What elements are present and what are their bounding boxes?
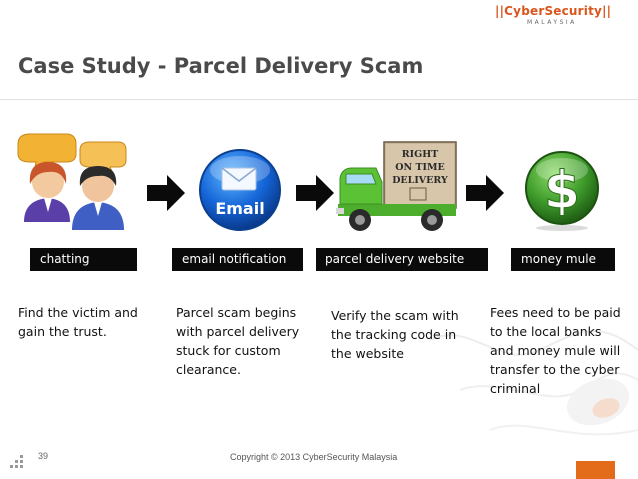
truck-box-text-line-1: RIGHT — [402, 149, 439, 160]
description-line: the website — [331, 346, 404, 361]
description-line: gain the trust. — [18, 324, 107, 339]
description-line: Find the victim and — [18, 305, 138, 320]
logo-subtitle: MALAYSIA — [527, 19, 577, 26]
step-description-chatting: Find the victim and gain the trust. — [18, 303, 168, 341]
step-label-chatting: chatting — [30, 248, 137, 271]
description-line: transfer to the cyber — [490, 362, 620, 377]
mouse-cable-decoration-icon — [430, 330, 638, 436]
email-icon: Email — [199, 149, 281, 231]
description-line: Verify the scam with — [331, 308, 459, 323]
description-line: Parcel scam begins — [176, 305, 297, 320]
description-line: Fees need to be paid — [490, 305, 621, 320]
description-line: clearance. — [176, 362, 241, 377]
step-label-email-notification: email notification — [172, 248, 303, 271]
corner-dots-icon — [10, 455, 23, 468]
dollar-icon: $ — [525, 151, 599, 231]
cybersecurity-malaysia-logo: ||CyberSecurity|| MALAYSIA — [495, 4, 635, 32]
copyright-text: Copyright © 2013 CyberSecurity Malaysia — [230, 452, 398, 462]
step-description-email-notification: Parcel scam begins with parcel delivery … — [176, 303, 326, 379]
truck-box-text-line-2: ON TIME — [395, 162, 445, 173]
arrow-right-icon — [147, 175, 185, 211]
description-line: with parcel delivery — [176, 324, 300, 339]
description-line: the tracking code in — [331, 327, 457, 342]
step-description-parcel-delivery-website: Verify the scam with the tracking code i… — [331, 306, 481, 363]
step-label-parcel-delivery-website: parcel delivery website — [316, 248, 488, 271]
orange-footer-tab — [576, 461, 615, 479]
description-line: to the local banks — [490, 324, 602, 339]
step-label-money-mule: money mule — [511, 248, 615, 271]
svg-text:$: $ — [544, 161, 580, 221]
description-line: criminal — [490, 381, 541, 396]
truck-box-text-line-3: DELIVERY — [392, 175, 448, 186]
step-description-money-mule: Fees need to be paid to the local banks … — [490, 303, 635, 398]
arrow-right-icon — [296, 175, 334, 211]
delivery-truck-icon: RIGHT ON TIME DELIVERY — [336, 141, 457, 231]
description-line: and money mule will — [490, 343, 621, 358]
title-divider — [0, 99, 638, 100]
logo-brand-text: ||CyberSecurity|| — [495, 4, 612, 18]
page-number: 39 — [38, 451, 49, 461]
description-line: stuck for custom — [176, 343, 281, 358]
slide-title: Case Study - Parcel Delivery Scam — [18, 54, 424, 78]
arrow-right-icon — [466, 175, 504, 211]
email-icon-text: Email — [215, 199, 264, 218]
people-chatting-icon — [17, 133, 127, 230]
